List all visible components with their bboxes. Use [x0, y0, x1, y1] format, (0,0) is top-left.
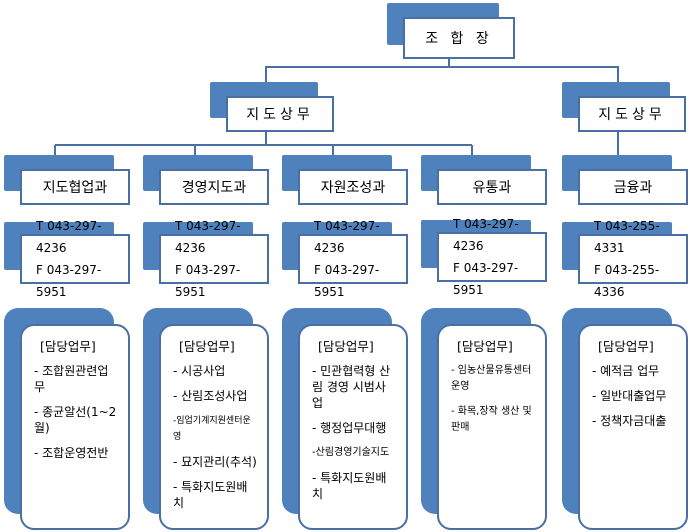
chief-node: 조 합 장 [387, 3, 515, 59]
duty-item: - 행정업무대행 [312, 421, 387, 435]
duty-node-2-box: [담당업무] - 시공사업 - 산림조성사업 -임업기계지원센터운영 - 묘지관… [159, 324, 269, 530]
dept-name-2: 경영지도과 [181, 180, 247, 196]
duty-node-1: [담당업무] - 조합원관련업무 - 종균알선(1~2월) - 조합운영전반 [4, 308, 130, 530]
duty-item: - 정책자금대출 [592, 414, 667, 428]
duty-item: - 민관협력형 산림 경영 시범사업 [312, 364, 391, 410]
duty-item: - 산림조성사업 [173, 389, 248, 403]
duty-item: - 조합운영전반 [34, 446, 109, 460]
duty-list-1: - 조합원관련업무 - 종균알선(1~2월) - 조합운영전반 [34, 363, 118, 470]
duty-item: - 시공사업 [173, 364, 226, 378]
duty-node-5-box: [담당업무] - 예적금 업무 - 일반대출업무 - 정책자금대출 [578, 324, 688, 530]
dept-node-3: 자원조성과 [282, 155, 408, 205]
contact-node-4: T 043-297-4236 F 043-297-5951 [421, 217, 547, 297]
director-label-2: 지도상무 [598, 107, 666, 123]
dept-node-2: 경영지도과 [143, 155, 269, 205]
duty-item: - 묘지관리(추석) [173, 455, 257, 469]
duty-list-2: - 시공사업 - 산림조성사업 -임업기계지원센터운영 - 묘지관리(추석) -… [173, 363, 257, 520]
duty-item: - 특화지도원배치 [312, 471, 387, 501]
director-node-2: 지도상무 [562, 82, 686, 132]
duty-item: - 임농산물유통센터 운영 [451, 365, 532, 392]
duty-title-5: [담당업무] [598, 339, 654, 354]
duty-title-3: [담당업무] [318, 339, 374, 354]
duty-item: - 특화지도원배치 [173, 480, 248, 510]
dept-node-4-box: 유통과 [437, 169, 547, 205]
duty-item: -임업기계지원센터운영 [173, 416, 251, 442]
duty-item: - 일반대출업무 [592, 389, 667, 403]
contact-node-3: T 043-297-4236 F 043-297-5951 [282, 219, 408, 299]
dept-name-3: 자원조성과 [320, 180, 386, 196]
tel-1: T 043-297-4236 [36, 219, 102, 255]
contact-node-1: T 043-297-4236 F 043-297-5951 [4, 219, 130, 299]
duty-title-2: [담당업무] [179, 339, 235, 354]
duty-item: - 예적금 업무 [592, 364, 660, 378]
contact-node-2-box: T 043-297-4236 F 043-297-5951 [159, 219, 269, 299]
dept-node-1: 지도협업과 [4, 155, 130, 205]
duty-node-3-box: [담당업무] - 민관협력형 산림 경영 시범사업 - 행정업무대행 -산림경영… [298, 324, 408, 530]
tel-3: T 043-297-4236 [314, 219, 380, 255]
dept-name-5: 금융과 [613, 180, 653, 196]
duty-node-4: [담당업무] - 임농산물유통센터 운영 - 화목,장작 생산 및 판매 [421, 308, 547, 530]
duty-title-1: [담당업무] [40, 339, 96, 354]
duty-item: - 종균알선(1~2월) [34, 405, 117, 435]
duty-list-4: - 임농산물유통센터 운영 - 화목,장작 생산 및 판매 [451, 363, 535, 445]
director-node-1: 지도상무 [210, 82, 334, 132]
contact-node-2: T 043-297-4236 F 043-297-5951 [143, 219, 269, 299]
dept-node-5: 금융과 [562, 155, 688, 205]
duty-node-3: [담당업무] - 민관협력형 산림 경영 시범사업 - 행정업무대행 -산림경영… [282, 308, 408, 530]
tel-2: T 043-297-4236 [175, 219, 241, 255]
duty-node-2: [담당업무] - 시공사업 - 산림조성사업 -임업기계지원센터운영 - 묘지관… [143, 308, 269, 530]
chief-label: 조 합 장 [425, 31, 493, 47]
duty-node-1-box: [담당업무] - 조합원관련업무 - 종균알선(1~2월) - 조합운영전반 [20, 324, 130, 530]
director-node-1-box: 지도상무 [226, 96, 334, 132]
tel-4: T 043-297-4236 [453, 217, 519, 253]
dept-name-4: 유통과 [472, 180, 512, 196]
fax-2: F 043-297-5951 [175, 263, 241, 299]
director-node-2-box: 지도상무 [578, 96, 686, 132]
dept-name-1: 지도협업과 [42, 180, 108, 196]
dept-node-4: 유통과 [421, 155, 547, 205]
fax-3: F 043-297-5951 [314, 263, 380, 299]
contact-node-4-box: T 043-297-4236 F 043-297-5951 [437, 217, 547, 297]
tel-5: T 043-255-4331 [594, 219, 660, 255]
fax-5: F 043-255-4336 [594, 263, 660, 299]
duty-item: -산림경영기술지도 [312, 447, 390, 458]
duty-node-5: [담당업무] - 예적금 업무 - 일반대출업무 - 정책자금대출 [562, 308, 688, 530]
fax-1: F 043-297-5951 [36, 263, 102, 299]
dept-node-2-box: 경영지도과 [159, 169, 269, 205]
fax-4: F 043-297-5951 [453, 261, 519, 297]
contact-node-5-box: T 043-255-4331 F 043-255-4336 [578, 219, 688, 299]
duty-item: - 화목,장작 생산 및 판매 [451, 406, 532, 433]
chief-node-box: 조 합 장 [403, 17, 515, 59]
duty-title-4: [담당업무] [457, 339, 513, 354]
contact-node-5: T 043-255-4331 F 043-255-4336 [562, 219, 688, 299]
duty-list-5: - 예적금 업무 - 일반대출업무 - 정책자금대출 [592, 363, 666, 438]
duty-node-4-box: [담당업무] - 임농산물유통센터 운영 - 화목,장작 생산 및 판매 [437, 324, 547, 530]
dept-node-5-box: 금융과 [578, 169, 688, 205]
director-label-1: 지도상무 [246, 107, 314, 123]
dept-node-3-box: 자원조성과 [298, 169, 408, 205]
contact-node-1-box: T 043-297-4236 F 043-297-5951 [20, 219, 130, 299]
duty-list-3: - 민관협력형 산림 경영 시범사업 - 행정업무대행 -산림경영기술지도 - … [312, 363, 396, 511]
contact-node-3-box: T 043-297-4236 F 043-297-5951 [298, 219, 408, 299]
duty-item: - 조합원관련업무 [34, 364, 109, 394]
dept-node-1-box: 지도협업과 [20, 169, 130, 205]
